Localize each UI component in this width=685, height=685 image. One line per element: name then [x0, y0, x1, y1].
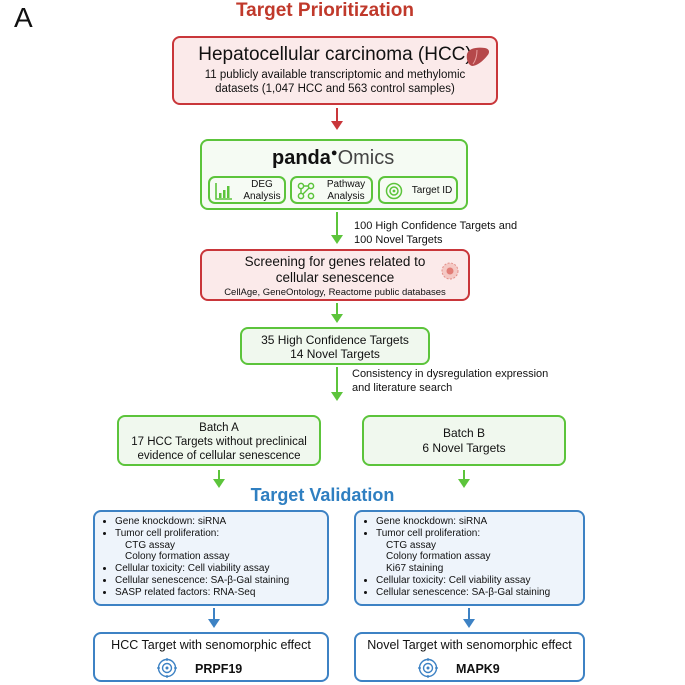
tool-pathway-line2: Analysis	[327, 191, 365, 202]
arrow-batch-b-head	[458, 479, 470, 488]
bar-chart-icon	[215, 183, 232, 200]
tool-pathway: Pathway Analysis	[290, 176, 373, 204]
note1-line2: 100 Novel Targets	[354, 234, 443, 246]
arrow-1	[336, 108, 338, 122]
batch-a-title: Batch A	[199, 422, 239, 434]
target-icon	[385, 182, 403, 200]
validation-a-item: Cellular toxicity: Cell viability assay	[115, 563, 323, 575]
tool-pathway-line1: Pathway	[326, 179, 366, 190]
validation-a-subitem: CTG assay	[125, 539, 176, 551]
note-100-targets: 100 High Confidence Targets and 100 Nove…	[354, 219, 517, 247]
logo-omics-text: Omics	[337, 147, 395, 169]
targets-line1: 35 High Confidence Targets	[261, 333, 409, 347]
arrow-batch-a	[218, 470, 220, 480]
tool-deg: DEG Analysis	[208, 176, 286, 204]
arrow-val-b	[468, 608, 470, 620]
targets-box: 35 High Confidence Targets 14 Novel Targ…	[240, 327, 430, 365]
senescence-box: Screening for genes related to cellular …	[200, 249, 470, 301]
tool-deg-line1: DEG	[251, 179, 273, 190]
validation-a-item: Tumor cell proliferation:	[115, 528, 323, 540]
note1-line1: 100 High Confidence Targets and	[354, 220, 518, 232]
validation-a-subitem: Colony formation assay	[125, 551, 230, 563]
validation-a-list: Gene knockdown: siRNA Tumor cell prolife…	[101, 516, 323, 599]
result-b-target: MAPK9	[456, 662, 500, 676]
validation-a-item: Cellular senescence: SA-β-Gal staining	[115, 575, 323, 587]
validation-b-item: Cellular toxicity: Cell viability assay	[376, 575, 579, 587]
tool-targetid: Target ID	[378, 176, 458, 204]
validation-b-list: Gene knockdown: siRNA Tumor cell prolife…	[362, 516, 579, 599]
arrow-3-head	[331, 314, 343, 323]
batch-a-box: Batch A 17 HCC Targets without preclinic…	[117, 415, 321, 466]
senescence-line2: cellular senescence	[275, 270, 395, 285]
note2-line1: Consistency in dysregulation expression	[352, 368, 549, 380]
result-b-box: Novel Target with senomorphic effect MAP…	[354, 632, 585, 682]
hcc-line2: datasets (1,047 HCC and 563 control samp…	[215, 83, 455, 95]
result-b-title: Novel Target with senomorphic effect	[367, 638, 572, 652]
validation-b-item: Cellular senescence: SA-β-Gal staining	[376, 587, 579, 599]
hcc-line1: 11 publicly available transcriptomic and…	[204, 69, 466, 81]
target-icon	[157, 658, 177, 678]
arrow-val-a-head	[208, 619, 220, 628]
arrow-batch-a-head	[213, 479, 225, 488]
validation-title: Target Validation	[250, 485, 395, 505]
validation-a-item: SASP related factors: RNA-Seq	[115, 587, 323, 599]
validation-b-subitem: CTG assay	[386, 539, 437, 551]
note-consistency: Consistency in dysregulation expression …	[352, 367, 548, 395]
targets-line2: 14 Novel Targets	[290, 347, 380, 361]
senescence-line1: Screening for genes related to	[244, 254, 426, 269]
validation-b-subitem: Ki67 staining	[386, 563, 444, 575]
arrow-4-head	[331, 392, 343, 401]
hcc-title: Hepatocellular carcinoma (HCC)	[198, 44, 472, 65]
prioritization-title: Target Prioritization	[235, 0, 415, 21]
pandaomics-logo: panda●Omics	[272, 147, 395, 169]
validation-b-item: Tumor cell proliferation:	[376, 528, 579, 540]
arrow-2-head	[331, 235, 343, 244]
arrow-val-a	[213, 608, 215, 620]
batch-a-line2: evidence of cellular senescence	[137, 450, 301, 462]
tool-targetid-label: Target ID	[411, 185, 453, 196]
arrow-batch-b	[463, 470, 465, 480]
network-icon	[297, 182, 315, 200]
arrow-1-head	[331, 121, 343, 130]
cell-icon	[441, 262, 459, 280]
batch-b-box: Batch B 6 Novel Targets	[362, 415, 566, 466]
arrow-val-b-head	[463, 619, 475, 628]
batch-a-line1: 17 HCC Targets without preclinical	[131, 436, 307, 448]
arrow-4	[336, 367, 338, 393]
validation-a-box: Gene knockdown: siRNA Tumor cell prolife…	[93, 510, 329, 606]
liver-icon	[466, 47, 490, 66]
batch-b-title: Batch B	[442, 426, 486, 440]
result-a-title: HCC Target with senomorphic effect	[111, 638, 311, 652]
validation-b-subitem: Colony formation assay	[386, 551, 491, 563]
result-a-box: HCC Target with senomorphic effect PRPF1…	[93, 632, 329, 682]
validation-a-item: Gene knockdown: siRNA	[115, 516, 323, 528]
logo-panda-text: panda	[272, 147, 331, 169]
tool-deg-line2: Analysis	[243, 191, 281, 202]
panel-letter: A	[14, 2, 33, 33]
senescence-line3: CellAge, GeneOntology, Reactome public d…	[224, 287, 446, 298]
note2-line2: and literature search	[352, 382, 453, 394]
target-icon	[418, 658, 438, 678]
batch-b-line1: 6 Novel Targets	[422, 441, 506, 455]
validation-b-box: Gene knockdown: siRNA Tumor cell prolife…	[354, 510, 585, 606]
arrow-3	[336, 303, 338, 315]
result-a-target: PRPF19	[195, 662, 243, 676]
hcc-box: Hepatocellular carcinoma (HCC) 11 public…	[172, 36, 498, 105]
arrow-2	[336, 212, 338, 236]
validation-b-item: Gene knockdown: siRNA	[376, 516, 579, 528]
